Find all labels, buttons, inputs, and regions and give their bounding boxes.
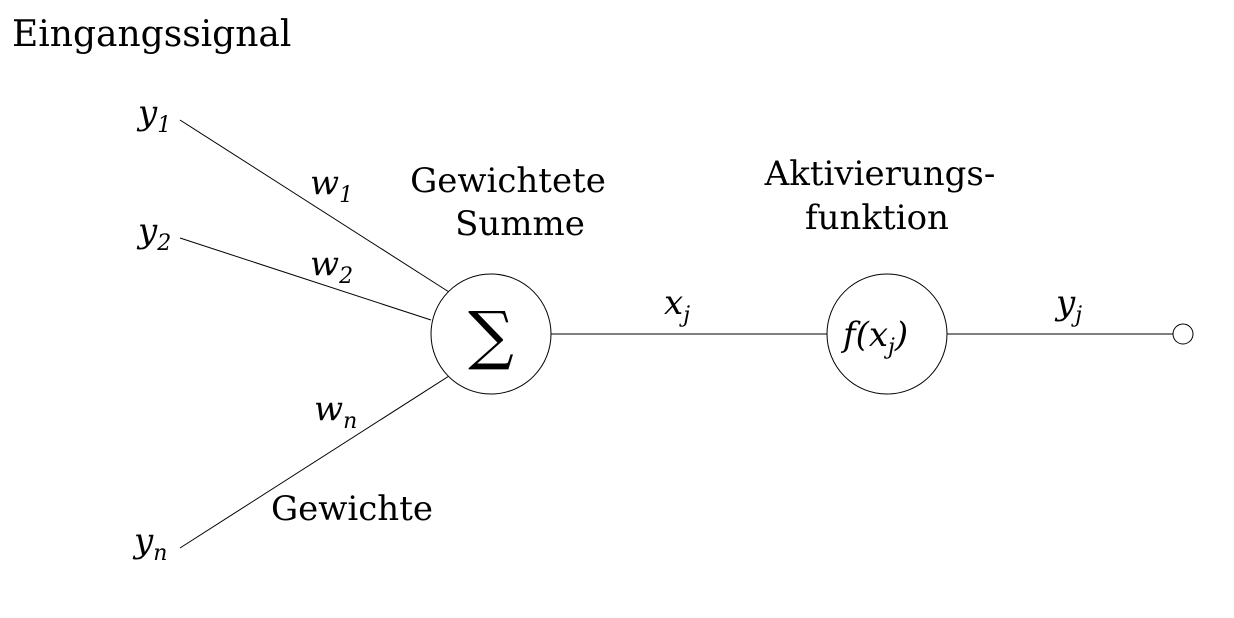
output-node (1172, 323, 1194, 345)
activation-label-line-2: funktion (805, 198, 949, 238)
input-line-n (179, 375, 450, 549)
activation-label-line-1: Aktivierungs- (764, 154, 996, 194)
edge-label-xj: xj (664, 283, 690, 328)
diagram-title: Eingangssignal (12, 14, 291, 55)
activation-node (826, 273, 948, 395)
input-line-1 (179, 119, 450, 293)
weight-label-1: w1 (310, 163, 353, 208)
input-label-n: yn (132, 521, 167, 566)
weights-label: Gewichte (271, 489, 433, 529)
input-line-2 (179, 237, 432, 321)
weight-label-n: wn (314, 389, 357, 434)
sum-label-line-2: Summe (455, 204, 585, 244)
sum-label-line-1: Gewichtete (410, 161, 606, 201)
activation-function-label: f(xj) (840, 315, 908, 360)
sum-symbol: ∑ (468, 299, 514, 373)
input-label-2: y2 (136, 211, 171, 256)
output-label-yj: yj (1054, 283, 1082, 328)
sum-node (430, 273, 552, 395)
weight-label-2: w2 (310, 244, 353, 289)
input-label-1: y1 (136, 93, 171, 138)
